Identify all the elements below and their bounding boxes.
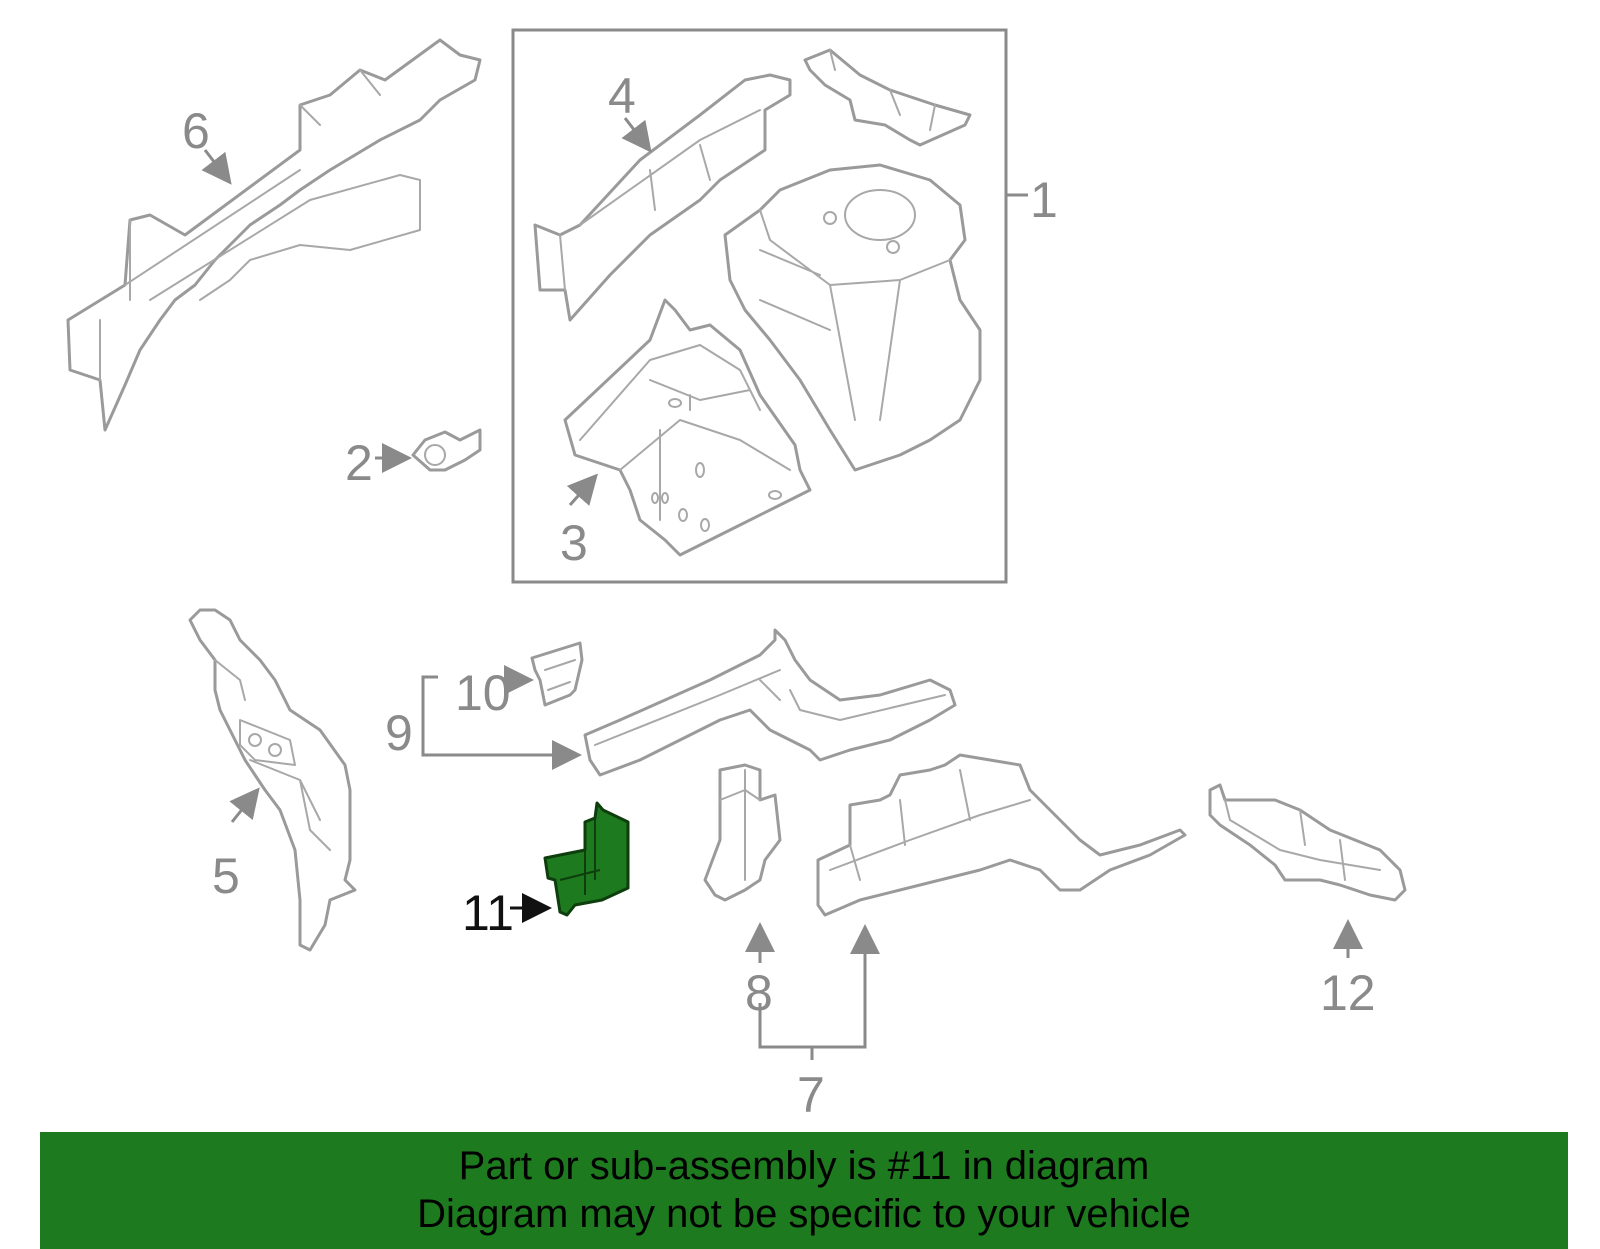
banner-line-1: Part or sub-assembly is #11 in diagram: [458, 1144, 1150, 1188]
part-6-rail[interactable]: [66, 38, 482, 432]
callout-1: 1: [1030, 172, 1058, 228]
callout-12: 12: [1320, 965, 1376, 1021]
part-12-bracket[interactable]: [1208, 783, 1407, 902]
callout-3: 3: [560, 515, 588, 571]
banner-line-2: Diagram may not be specific to your vehi…: [417, 1192, 1191, 1236]
part-11-bracket[interactable]: [543, 801, 630, 917]
part-1-strut-tower[interactable]: [723, 163, 982, 472]
callout-2: 2: [345, 435, 373, 491]
callout-9: 9: [385, 705, 413, 761]
part-5-side-panel[interactable]: [188, 608, 357, 952]
part-8-bracket[interactable]: [703, 763, 782, 902]
callout-11: 11: [462, 885, 514, 941]
callout-8: 8: [745, 965, 773, 1021]
callout-5: 5: [212, 848, 240, 904]
part-2-clip[interactable]: [411, 428, 482, 472]
callout-4: 4: [608, 68, 636, 124]
part-1-bracket[interactable]: [803, 48, 972, 147]
part-4-apron[interactable]: [533, 73, 792, 322]
part-7-lower-rail[interactable]: [816, 753, 1187, 917]
part-9-rail[interactable]: [583, 628, 957, 777]
callout-7: 7: [797, 1067, 825, 1123]
leader-lines: [201, 117, 1363, 1060]
callout-6: 6: [182, 103, 210, 159]
info-banner: Part or sub-assembly is #11 in diagram D…: [40, 1132, 1568, 1249]
part-3-lower-apron[interactable]: [563, 298, 812, 557]
assembly-1-box: [511, 28, 1008, 584]
callout-10: 10: [455, 665, 511, 721]
part-10-bracket[interactable]: [530, 641, 584, 707]
